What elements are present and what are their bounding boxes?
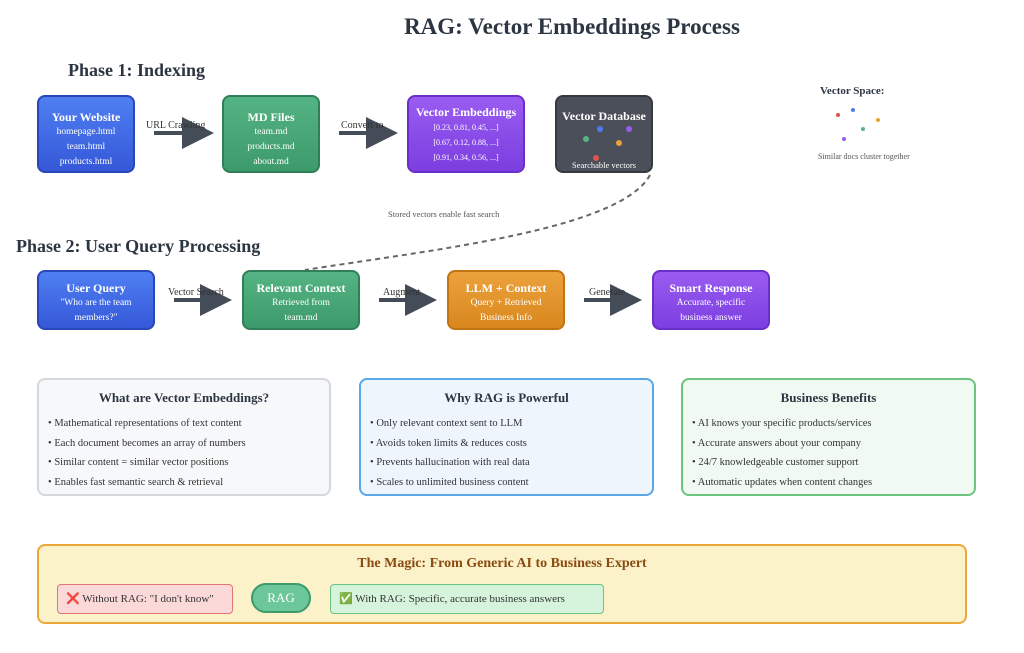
card-item: Scales to unlimited business content xyxy=(370,473,652,493)
website-line: team.html xyxy=(66,142,106,152)
vector-database-caption: Searchable vectors xyxy=(572,160,636,170)
embedding-line: [0.23, 0.81, 0.45, ...] xyxy=(433,123,499,132)
card-item: Accurate answers about your company xyxy=(692,434,974,454)
phase2-label: Phase 2: User Query Processing xyxy=(16,236,261,256)
card-item: Automatic updates when content changes xyxy=(692,473,974,493)
card-item: Each document becomes an array of number… xyxy=(48,434,329,454)
card-title: Why RAG is Powerful xyxy=(444,390,569,405)
without-rag-badge: ❌ Without RAG: "I don't know" xyxy=(57,584,233,614)
card-item: AI knows your specific products/services xyxy=(692,414,974,434)
arrow-label-generate: Generate xyxy=(589,287,626,298)
website-line: products.html xyxy=(59,157,113,167)
website-line: homepage.html xyxy=(56,127,116,137)
vector-embeddings-card: What are Vector Embeddings? Mathematical… xyxy=(37,378,331,496)
relevant-context-box: Relevant Context Retrieved from team.md xyxy=(242,270,360,330)
arrow-label-convert: Convert to xyxy=(341,120,384,131)
user-query-title: User Query xyxy=(66,281,126,295)
smart-response-line: Accurate, specific xyxy=(676,298,746,308)
user-query-line: members?" xyxy=(74,313,118,323)
card-item: Mathematical representations of text con… xyxy=(48,414,329,434)
vector-database-title: Vector Database xyxy=(562,109,646,123)
md-files-box: MD Files team.md products.md about.md xyxy=(222,95,320,173)
embeddings-title: Vector Embeddings xyxy=(415,105,517,119)
card-item: 24/7 knowledgeable customer support xyxy=(692,453,974,473)
arrow-label-crawl: URL Crawling xyxy=(146,120,206,131)
vector-space-dot xyxy=(876,118,880,122)
md-file-line: about.md xyxy=(253,157,289,167)
md-files-title: MD Files xyxy=(247,110,295,124)
flow-arrow xyxy=(154,117,642,316)
vector-space-dot xyxy=(836,113,840,117)
phase1-label: Phase 1: Indexing xyxy=(68,60,206,80)
user-query-line: "Who are the team xyxy=(60,298,132,308)
smart-response-box: Smart Response Accurate, specific busine… xyxy=(652,270,770,330)
smart-response-title: Smart Response xyxy=(669,281,753,295)
md-file-line: products.md xyxy=(247,142,295,152)
embedding-line: [0.91, 0.34, 0.56, ...] xyxy=(433,153,499,162)
card-item: Prevents hallucination with real data xyxy=(370,453,652,473)
llm-context-line: Query + Retrieved xyxy=(470,298,542,308)
vector-space-dot xyxy=(842,137,846,141)
arrow-label-vector-search: Vector Search xyxy=(168,287,224,298)
with-rag-badge: ✅ With RAG: Specific, accurate business … xyxy=(330,584,604,614)
business-benefits-card: Business Benefits AI knows your specific… xyxy=(681,378,976,496)
embedding-line: [0.67, 0.12, 0.88, ...] xyxy=(433,138,499,147)
magic-title: The Magic: From Generic AI to Business E… xyxy=(357,556,647,571)
stored-vectors-link xyxy=(304,174,651,271)
vector-space-dot xyxy=(851,108,855,112)
embeddings-box: Vector Embeddings [0.23, 0.81, 0.45, ...… xyxy=(407,95,525,173)
card-title: Business Benefits xyxy=(780,390,877,405)
user-query-box: User Query "Who are the team members?" xyxy=(37,270,155,330)
rag-pill: RAG xyxy=(251,583,311,613)
smart-response-line: business answer xyxy=(680,313,742,323)
md-file-line: team.md xyxy=(254,127,288,137)
card-item: Enables fast semantic search & retrieval xyxy=(48,473,329,493)
vector-space-dot xyxy=(861,127,865,131)
card-item: Avoids token limits & reduces costs xyxy=(370,434,652,454)
card-title: What are Vector Embeddings? xyxy=(98,390,270,405)
card-item: Similar content = similar vector positio… xyxy=(48,453,329,473)
db-dot xyxy=(626,126,632,132)
why-rag-card: Why RAG is Powerful Only relevant contex… xyxy=(359,378,654,496)
db-dot xyxy=(583,136,589,142)
link-label: Stored vectors enable fast search xyxy=(388,209,500,219)
diagram-title: RAG: Vector Embeddings Process xyxy=(404,14,740,39)
vector-space-title: Vector Space: xyxy=(820,85,885,97)
relevant-context-title: Relevant Context xyxy=(256,281,346,295)
relevant-context-line: Retrieved from xyxy=(272,298,330,308)
relevant-context-line: team.md xyxy=(284,313,318,323)
db-dot xyxy=(597,126,603,132)
website-title: Your Website xyxy=(51,110,121,124)
website-box: Your Website homepage.html team.html pro… xyxy=(37,95,135,173)
llm-context-line: Business Info xyxy=(480,313,532,323)
vector-space-caption: Similar docs cluster together xyxy=(818,152,910,161)
arrow-label-augment: Augment xyxy=(383,287,421,298)
llm-context-title: LLM + Context xyxy=(465,281,547,295)
card-item: Only relevant context sent to LLM xyxy=(370,414,652,434)
db-dot xyxy=(593,155,599,161)
llm-context-box: LLM + Context Query + Retrieved Business… xyxy=(447,270,565,330)
vector-database-box: Vector Database Searchable vectors xyxy=(555,95,653,173)
db-dot xyxy=(616,140,622,146)
